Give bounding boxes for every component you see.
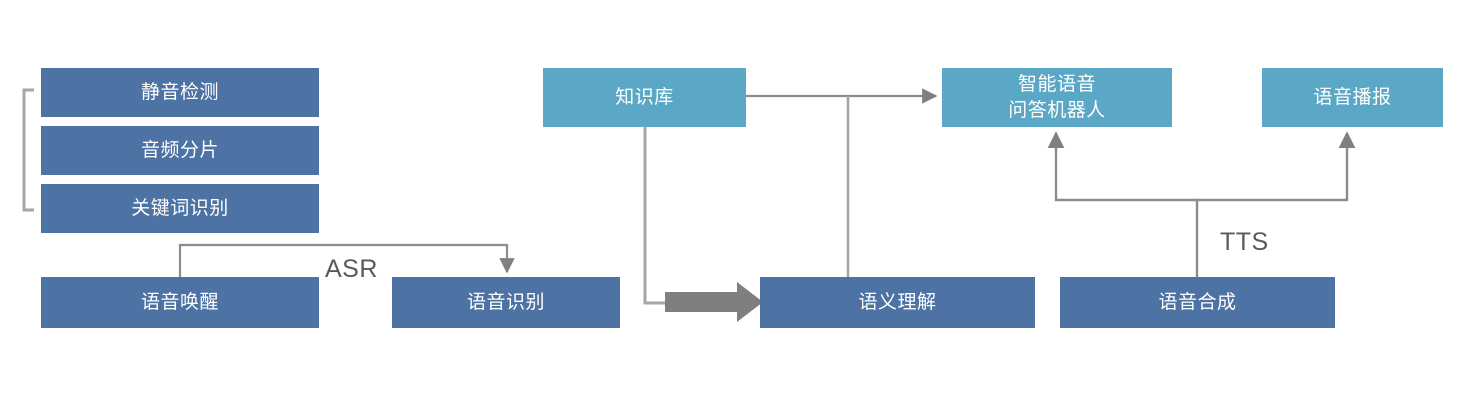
edge-asr-to-semantic-thick-arrow — [665, 282, 763, 322]
node-audio-segmentation[interactable]: 音频分片 — [41, 126, 319, 175]
edge-label-asr: ASR — [325, 255, 378, 283]
edge-label-tts: TTS — [1220, 228, 1269, 256]
edge-knowledgebase-to-semantic — [643, 127, 672, 305]
node-voice-wakeup[interactable]: 语音唤醒 — [41, 277, 319, 328]
edge-tts-split — [1047, 131, 1356, 277]
node-knowledge-base[interactable]: 知识库 — [543, 68, 746, 127]
wakeup-group-bracket-icon — [22, 88, 34, 212]
node-keyword-spotting[interactable]: 关键词识别 — [41, 184, 319, 233]
node-semantic-understanding[interactable]: 语义理解 — [760, 277, 1035, 328]
node-voice-broadcast[interactable]: 语音播报 — [1262, 68, 1443, 127]
node-silence-detection[interactable]: 静音检测 — [41, 68, 319, 117]
node-speech-synthesis[interactable]: 语音合成 — [1060, 277, 1335, 328]
node-qa-robot[interactable]: 智能语音 问答机器人 — [942, 68, 1172, 127]
node-speech-recognition[interactable]: 语音识别 — [392, 277, 620, 328]
